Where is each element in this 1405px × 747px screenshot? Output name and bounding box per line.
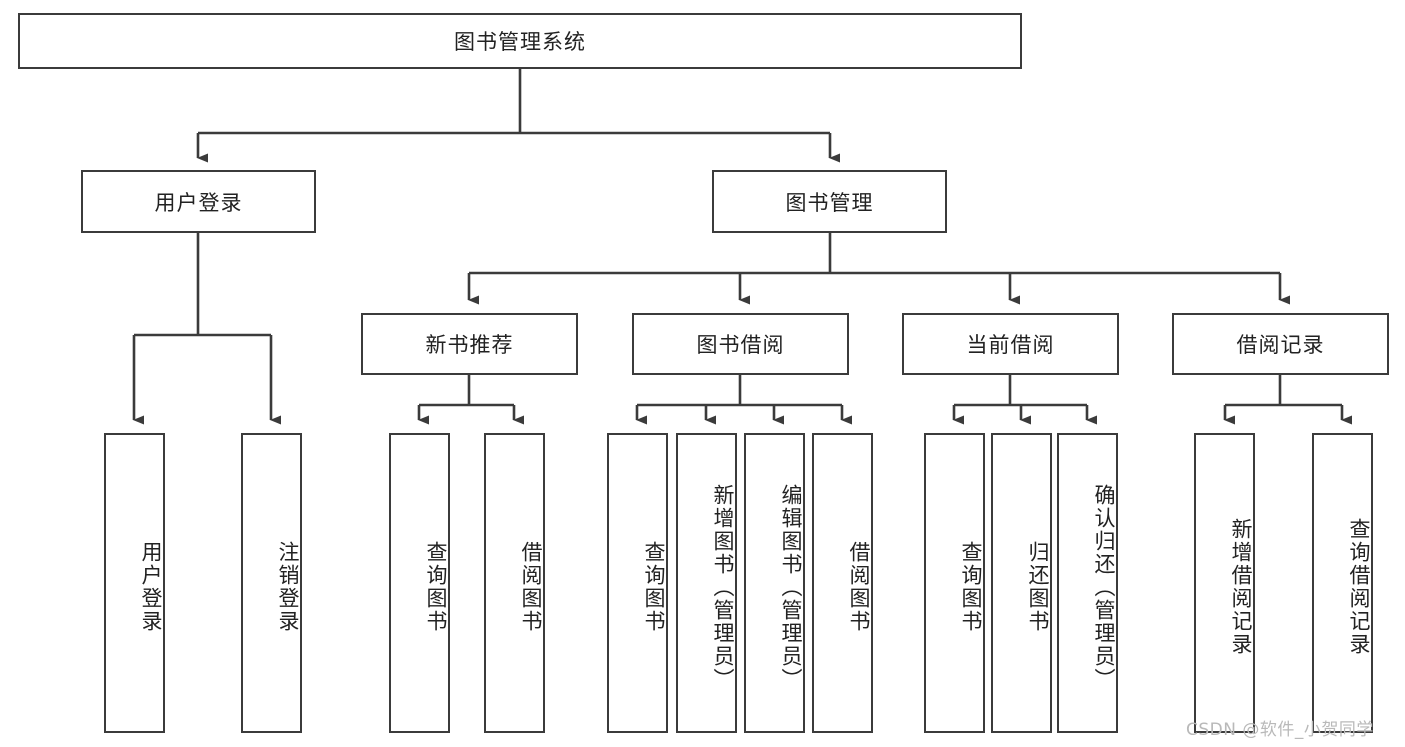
node-label: 查询图书: [642, 541, 666, 633]
node-label: 归还图书: [1026, 541, 1050, 633]
node-label: 确认归还（管理员）: [1092, 483, 1116, 691]
node-label: 图书管理: [785, 190, 874, 215]
leaf-query-book-recommend[interactable]: 查询图书: [389, 433, 450, 733]
leaf-query-book-borrow[interactable]: 查询图书: [607, 433, 668, 733]
node-label: 新增图书（管理员）: [711, 483, 735, 691]
node-label: 借阅图书: [519, 541, 543, 633]
node-label: 查询借阅记录: [1347, 518, 1371, 656]
node-root[interactable]: 图书管理系统: [18, 13, 1022, 69]
node-label: 新增借阅记录: [1229, 518, 1253, 656]
node-label: 查询图书: [959, 541, 983, 633]
leaf-add-book-admin[interactable]: 新增图书（管理员）: [676, 433, 737, 733]
leaf-logout[interactable]: 注销登录: [241, 433, 302, 733]
leaf-borrow-book-recommend[interactable]: 借阅图书: [484, 433, 545, 733]
node-book-management[interactable]: 图书管理: [712, 170, 947, 233]
node-label: 查询图书: [424, 541, 448, 633]
node-label: 借阅记录: [1236, 333, 1325, 357]
node-label: 编辑图书（管理员）: [779, 483, 803, 691]
node-label: 图书借阅: [696, 333, 785, 357]
leaf-add-borrow-record[interactable]: 新增借阅记录: [1194, 433, 1255, 733]
leaf-return-book[interactable]: 归还图书: [991, 433, 1052, 733]
leaf-query-borrow-record[interactable]: 查询借阅记录: [1312, 433, 1373, 733]
leaf-query-book-current[interactable]: 查询图书: [924, 433, 985, 733]
node-label: 用户登录: [139, 541, 163, 633]
leaf-edit-book-admin[interactable]: 编辑图书（管理员）: [744, 433, 805, 733]
node-label: 用户登录: [154, 190, 243, 215]
node-label: 新书推荐: [425, 333, 514, 357]
node-new-book-recommend[interactable]: 新书推荐: [361, 313, 578, 375]
node-label: 图书管理系统: [454, 30, 586, 54]
node-label: 注销登录: [276, 541, 300, 633]
node-label: 当前借阅: [966, 333, 1055, 357]
node-current-borrow[interactable]: 当前借阅: [902, 313, 1119, 375]
csdn-watermark: CSDN @软件_小贺同学: [1186, 720, 1374, 740]
node-book-borrow[interactable]: 图书借阅: [632, 313, 849, 375]
leaf-user-login[interactable]: 用户登录: [104, 433, 165, 733]
node-borrow-record[interactable]: 借阅记录: [1172, 313, 1389, 375]
node-user-login[interactable]: 用户登录: [81, 170, 316, 233]
leaf-borrow-book[interactable]: 借阅图书: [812, 433, 873, 733]
leaf-confirm-return-admin[interactable]: 确认归还（管理员）: [1057, 433, 1118, 733]
node-label: 借阅图书: [847, 541, 871, 633]
